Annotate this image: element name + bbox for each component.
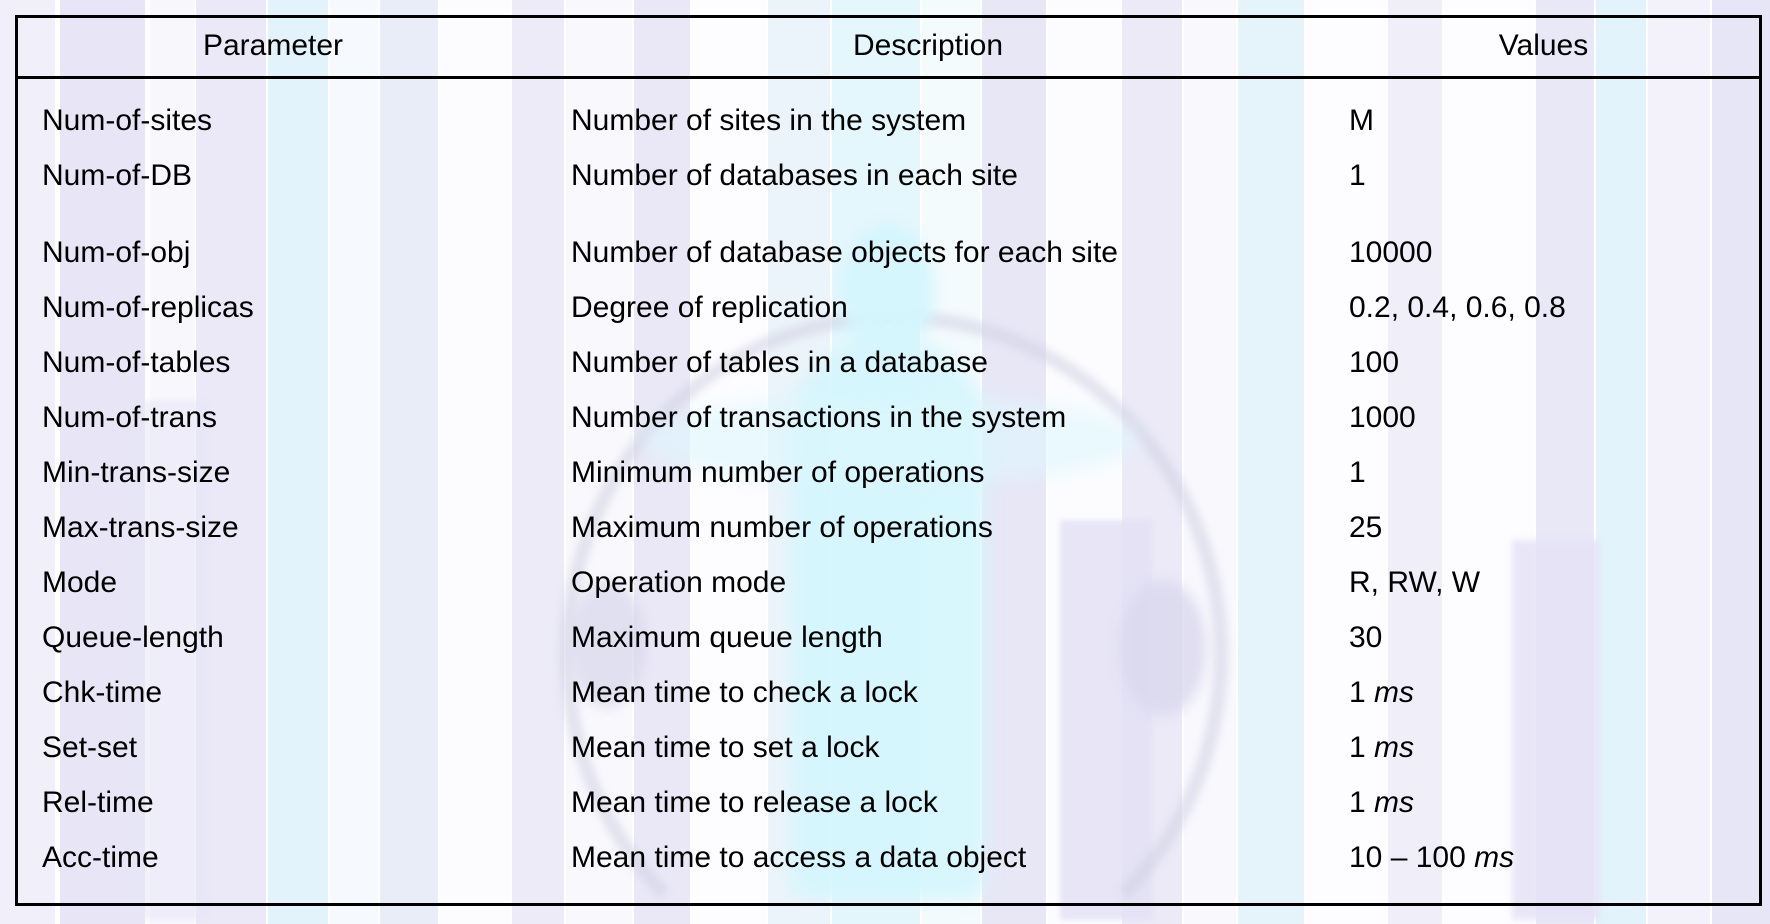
cell-parameter: Mode <box>42 565 118 599</box>
cell-parameter: Num-of-DB <box>42 158 193 192</box>
table-row: Num-of-obj Number of database objects for… <box>18 203 1759 280</box>
cell-description: Mean time to check a lock <box>571 675 918 709</box>
cell-value: R, RW, W <box>1328 555 1759 610</box>
cell-description: Mean time to set a lock <box>571 730 880 764</box>
table-row: Queue-length Maximum queue length 30 <box>18 610 1759 665</box>
value-unit: ms <box>1374 730 1415 764</box>
cell-value: 1 ms <box>1328 720 1759 775</box>
value-number: 1 <box>1349 158 1366 192</box>
cell-description: Number of transactions in the system <box>571 400 1067 434</box>
value-number: 10 – 100 <box>1349 840 1466 874</box>
cell-description: Maximum queue length <box>571 620 883 654</box>
cell-parameter: Max-trans-size <box>42 510 239 544</box>
value-number: 1 <box>1349 675 1366 709</box>
cell-parameter: Num-of-trans <box>42 400 218 434</box>
cell-value: 1 ms <box>1328 665 1759 720</box>
cell-description: Mean time to access a data object <box>571 840 1027 874</box>
value-number: 1 <box>1349 785 1366 819</box>
cell-description: Minimum number of operations <box>571 455 985 489</box>
value-unit: ms <box>1374 785 1415 819</box>
table-row: Max-trans-size Maximum number of operatio… <box>18 500 1759 555</box>
cell-parameter: Num-of-replicas <box>42 290 254 324</box>
cell-parameter: Rel-time <box>42 785 154 819</box>
cell-description: Number of database objects for each site <box>571 235 1118 269</box>
cell-description: Number of tables in a database <box>571 345 988 379</box>
cell-value: M <box>1328 78 1759 149</box>
cell-parameter: Acc-time <box>42 840 159 874</box>
table-row: Min-trans-size Minimum number of operatio… <box>18 445 1759 500</box>
column-header-parameter: Parameter <box>18 18 528 79</box>
value-unit: ms <box>1474 840 1515 874</box>
cell-parameter: Num-of-sites <box>42 103 213 137</box>
cell-value: 1 ms <box>1328 775 1759 830</box>
table-row: Rel-time Mean time to release a lock 1 ms <box>18 775 1759 830</box>
value-number: 30 <box>1349 620 1383 654</box>
table-row: Mode Operation mode R, RW, W <box>18 555 1759 610</box>
value-number: 100 <box>1349 345 1400 379</box>
cell-value: 25 <box>1328 500 1759 555</box>
cell-description: Operation mode <box>571 565 787 599</box>
cell-value: 10000 <box>1328 203 1759 280</box>
column-header-values: Values <box>1328 18 1759 79</box>
column-header-description: Description <box>528 18 1328 79</box>
header-row: Parameter Description Values <box>18 18 1759 79</box>
table-row: Chk-time Mean time to check a lock 1 ms <box>18 665 1759 720</box>
cell-description: Number of databases in each site <box>571 158 1018 192</box>
table-row: Set-set Mean time to set a lock 1 ms <box>18 720 1759 775</box>
parameters-table: Parameter Description Values Num-of-site… <box>18 18 1759 895</box>
cell-parameter: Num-of-obj <box>42 235 191 269</box>
value-number: 0.2, 0.4, 0.6, 0.8 <box>1349 290 1566 324</box>
value-number: 1 <box>1349 730 1366 764</box>
cell-description: Number of sites in the system <box>571 103 967 137</box>
cell-description: Mean time to release a lock <box>571 785 938 819</box>
value-number: R, RW, W <box>1349 565 1481 599</box>
value-number: 10000 <box>1349 235 1433 269</box>
table-row: Num-of-tables Number of tables in a datab… <box>18 335 1759 390</box>
cell-value: 100 <box>1328 335 1759 390</box>
cell-parameter: Min-trans-size <box>42 455 231 489</box>
cell-parameter: Num-of-tables <box>42 345 231 379</box>
table-row: Num-of-trans Number of transactions in th… <box>18 390 1759 445</box>
table-row: Num-of-sites Number of sites in the syste… <box>18 78 1759 149</box>
cell-value: 0.2, 0.4, 0.6, 0.8 <box>1328 280 1759 335</box>
table-row: Num-of-DB Number of databases in each sit… <box>18 148 1759 203</box>
parameters-table-container: Parameter Description Values Num-of-site… <box>15 15 1762 906</box>
table-row: Num-of-replicas Degree of replication 0.2,… <box>18 280 1759 335</box>
value-number: M <box>1349 103 1374 137</box>
value-number: 1 <box>1349 455 1366 489</box>
cell-value: 1000 <box>1328 390 1759 445</box>
cell-parameter: Set-set <box>42 730 138 764</box>
cell-description: Maximum number of operations <box>571 510 993 544</box>
cell-value: 1 <box>1328 445 1759 500</box>
cell-value: 10 – 100 ms <box>1328 830 1759 895</box>
table-header: Parameter Description Values <box>18 18 1759 79</box>
value-number: 25 <box>1349 510 1383 544</box>
cell-value: 1 <box>1328 148 1759 203</box>
cell-value: 30 <box>1328 610 1759 665</box>
value-unit: ms <box>1374 675 1415 709</box>
value-number: 1000 <box>1349 400 1416 434</box>
table-row: Acc-time Mean time to access a data objec… <box>18 830 1759 895</box>
cell-description: Degree of replication <box>571 290 848 324</box>
cell-parameter: Chk-time <box>42 675 163 709</box>
cell-parameter: Queue-length <box>42 620 224 654</box>
table-body: Num-of-sites Number of sites in the syste… <box>18 78 1759 896</box>
